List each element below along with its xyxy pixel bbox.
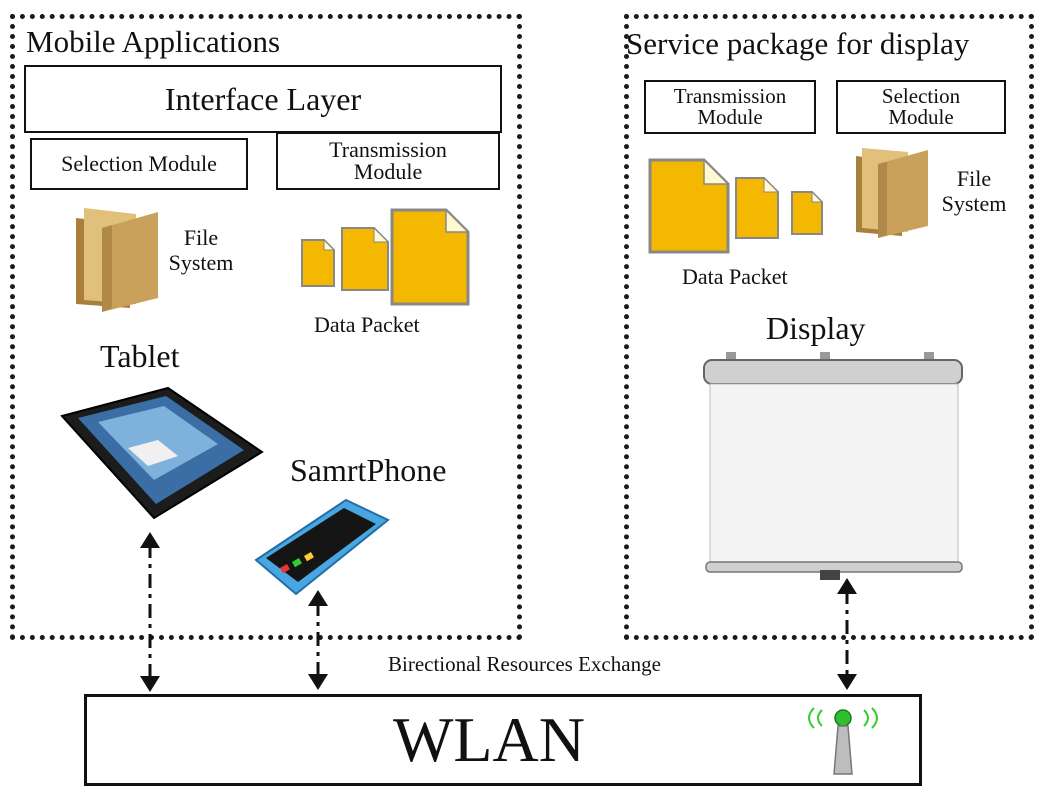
left-selection-module-box: Selection Module	[30, 138, 248, 190]
file-icon	[390, 208, 470, 306]
file-icon	[791, 190, 824, 235]
tablet-label: Tablet	[100, 338, 180, 374]
folder-icon	[856, 148, 928, 238]
left-data-packet-label: Data Packet	[314, 312, 420, 337]
tablet-icon	[60, 386, 264, 520]
display-wlan-arrow	[837, 578, 857, 690]
right-data-packet-label: Data Packet	[682, 264, 788, 289]
mobile-applications-panel	[10, 14, 522, 640]
file-icon	[648, 158, 730, 254]
service-package-title: Service package for display	[626, 26, 970, 61]
display-label: Display	[766, 310, 866, 346]
transmission-module-label: Transmission Module	[673, 84, 787, 129]
file-icon	[735, 176, 780, 239]
folder-icon	[76, 208, 158, 312]
right-file-system-label: File System	[941, 166, 1007, 217]
service-package-panel	[624, 14, 1034, 640]
tablet-wlan-arrow	[140, 532, 160, 692]
file-icon	[341, 226, 390, 291]
wlan-label: WLAN	[393, 704, 585, 775]
selection-module-label: Selection Module	[61, 151, 217, 176]
exchange-label: Birectional Resources Exchange	[388, 652, 661, 676]
right-transmission-module-box: Transmission Module	[644, 80, 816, 134]
selection-module-label: Selection Module	[881, 84, 961, 129]
wlan-box: WLAN	[84, 694, 922, 786]
mobile-applications-title: Mobile Applications	[26, 24, 281, 59]
projector-screen-icon	[703, 352, 963, 580]
transmission-module-label: Transmission Module	[329, 137, 447, 184]
left-file-system-label: File System	[168, 225, 234, 276]
smartphone-icon	[254, 498, 390, 596]
right-selection-module-box: Selection Module	[836, 80, 1006, 134]
antenna-icon	[808, 707, 878, 775]
file-icon	[301, 238, 336, 287]
smartphone-label: SamrtPhone	[290, 452, 447, 488]
interface-layer-label: Interface Layer	[164, 81, 362, 117]
interface-layer-box: Interface Layer	[24, 65, 502, 133]
smartphone-wlan-arrow	[308, 590, 328, 690]
left-transmission-module-box: Transmission Module	[276, 132, 500, 190]
